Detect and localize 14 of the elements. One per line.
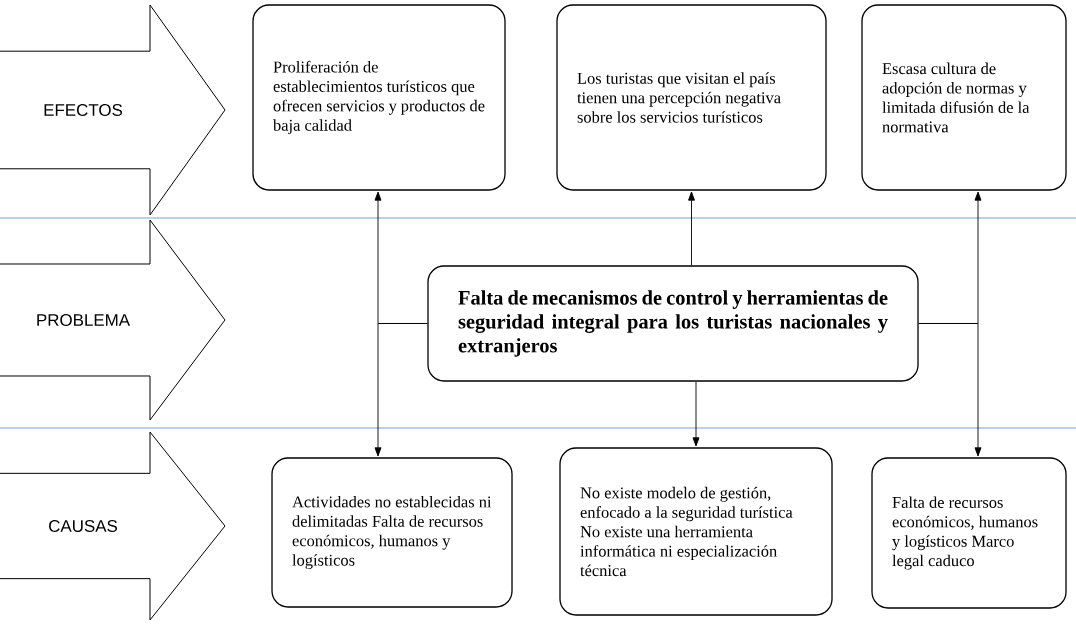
- pentagon-banner: PROBLEMA: [0, 219, 226, 421]
- arrow: [688, 191, 695, 266]
- rounded-box: Falta de recursos económicos, humanos y logísticos Marco legal caduco: [871, 457, 1067, 609]
- rounded-box: Proliferación de establecimientos turísticos que ofrecen servicios y productos de baja calidad: [252, 4, 506, 191]
- rounded-box: Actividades no establecidas ni delimitadas Falta de recursos económicos, humanos y logísticos: [271, 457, 513, 608]
- arrow: [918, 323, 982, 457]
- problem-box: Falta de mecanismos de control y herramientas de seguridad integral para los turistas nacionales y extranjeros: [427, 265, 919, 382]
- pentagon-banner: EFECTOS: [0, 4, 226, 216]
- rounded-box: Escasa cultura de adopción de normas y limitada difusión de la normativa: [861, 4, 1067, 191]
- rounded-box: Los turistas que visitan el país tienen una percepción negativa sobre los servicios turísticos: [556, 4, 827, 191]
- arrow: [374, 323, 428, 457]
- pentagon-banner: CAUSAS: [0, 431, 226, 621]
- rounded-box: No existe modelo de gestión, enfocado a la seguridad turística No existe una herramienta informática ni especialización técnica: [559, 447, 833, 616]
- arrow: [692, 381, 700, 447]
